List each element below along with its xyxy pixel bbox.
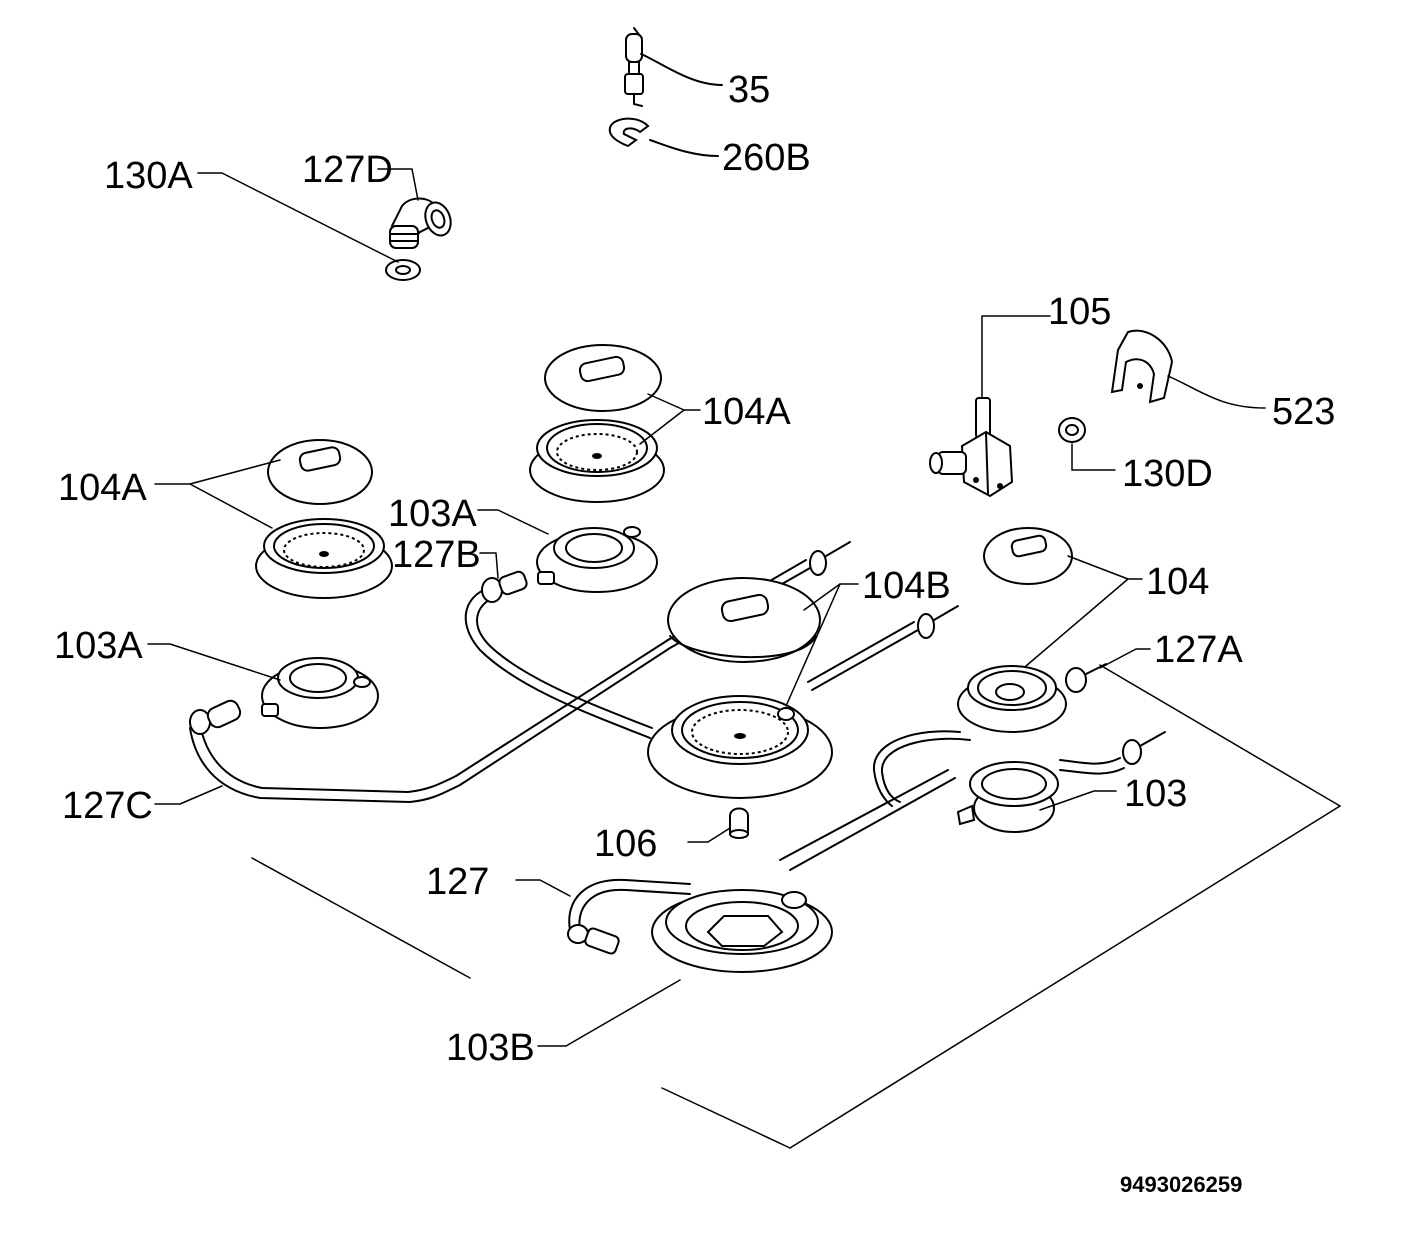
label-127d: 127D	[302, 149, 393, 191]
label-104: 104	[1146, 561, 1209, 603]
burner-base-103a-mid	[536, 526, 658, 593]
burner-cap-104b	[667, 577, 821, 663]
label-104b: 104B	[862, 565, 951, 607]
burner-ring-104	[957, 665, 1067, 733]
label-106: 106	[594, 823, 657, 865]
burner-base-103a-left	[261, 657, 379, 729]
label-105: 105	[1048, 291, 1111, 333]
label-130a: 130A	[104, 155, 193, 197]
burner-cap-104a-top	[544, 344, 662, 412]
burner-cap-104a-left	[267, 439, 373, 505]
burner-cap-104	[983, 527, 1073, 585]
igniter-probe-35	[624, 27, 723, 107]
label-523: 523	[1272, 391, 1335, 433]
label-103b: 103B	[446, 1027, 535, 1069]
label-104a-top: 104A	[702, 391, 791, 433]
burner-base-103	[956, 761, 1059, 833]
label-127: 127	[426, 861, 489, 903]
label-260b: 260B	[722, 137, 811, 179]
part-labels: 35 260B 130A 127D 105 523 130D 104A 104A…	[54, 69, 1335, 1197]
label-127a: 127A	[1154, 629, 1243, 671]
label-130d: 130D	[1122, 453, 1213, 495]
label-127b: 127B	[392, 534, 481, 576]
leader-lines	[147, 168, 1266, 1047]
label-35: 35	[728, 69, 770, 111]
jet-106	[729, 807, 749, 839]
elbow-fitting-127d	[389, 197, 452, 249]
pipe-fittings	[189, 541, 1142, 955]
burner-base-103b	[651, 889, 833, 973]
gas-valve-105	[929, 397, 1014, 498]
clip-260b	[608, 117, 719, 157]
label-104a-left: 104A	[58, 467, 147, 509]
hob-outline	[251, 664, 1341, 1149]
label-103a-left: 103A	[54, 625, 143, 667]
burner-ring-104b	[647, 695, 833, 799]
label-103: 103	[1124, 773, 1187, 815]
label-103a-mid: 103A	[388, 493, 477, 535]
burner-ring-104a-left	[255, 518, 393, 599]
bracket-523	[1110, 329, 1174, 404]
document-number: 9493026259	[1120, 1172, 1242, 1197]
washer-130a	[385, 259, 421, 281]
burner-ring-104a-top	[529, 419, 665, 503]
gas-pipes	[189, 559, 1166, 933]
label-127c: 127C	[62, 785, 153, 827]
washer-130d	[1058, 417, 1086, 443]
